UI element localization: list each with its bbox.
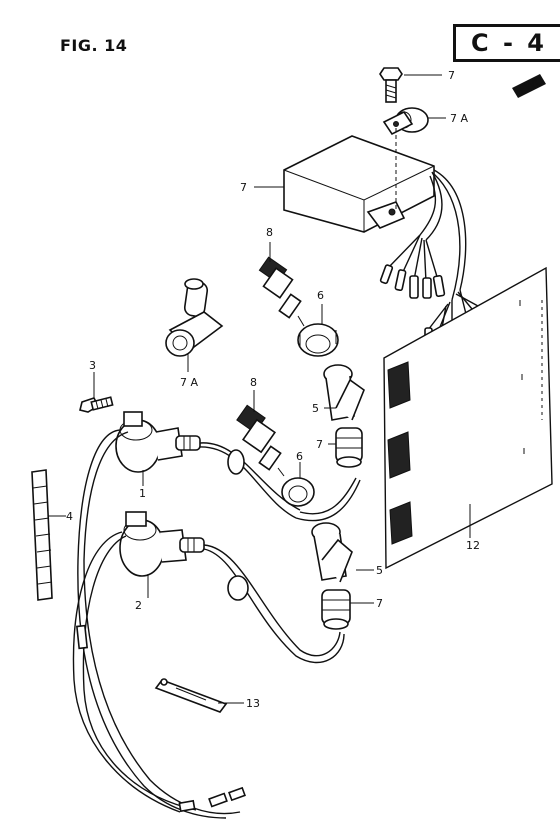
callout-4: 4 [66, 510, 73, 523]
grommet-part-11 [382, 107, 429, 136]
callout-9: 7 [240, 181, 247, 194]
ignition-coil-part-2 [119, 511, 345, 663]
callout-3: 3 [89, 359, 96, 372]
washer-lower-part-6 [281, 477, 315, 507]
ignition-coil-part-1 [77, 411, 361, 561]
spark-plug-upper-part-8 [258, 256, 305, 327]
screw-part-3 [79, 396, 114, 413]
callout-1: 1 [139, 487, 146, 500]
callout-5-upper: 5 [312, 402, 319, 415]
bolt-part-10 [379, 67, 403, 103]
callout-5-lower: 5 [376, 564, 383, 577]
callout-10: 7 [448, 69, 455, 82]
callout-7-lower: 7 [376, 597, 383, 610]
callout-7-upper: 7 [316, 438, 323, 451]
ground-leads [72, 531, 246, 819]
callout-7a: 7 A [180, 376, 198, 389]
cdi-unit-part-9 [283, 128, 435, 233]
callout-6-lower: 6 [296, 450, 303, 463]
callout-2: 2 [135, 599, 142, 612]
callout-12: 12 [466, 539, 480, 552]
spark-plug-lower-part-8 [236, 404, 285, 477]
plate-part-12 [383, 266, 553, 570]
leader-lines [48, 74, 471, 704]
callout-13: 13 [246, 697, 260, 710]
section-code-box: C - 4 [453, 24, 560, 62]
callout-8-upper: 8 [266, 226, 273, 239]
plug-cap-part-7a [165, 278, 224, 357]
plug-cap-upper-part-5 [323, 364, 365, 421]
clamp-part-13 [154, 678, 228, 713]
plug-cap-lower-part-5 [311, 522, 353, 583]
fwd-badge-text: FWD [517, 74, 546, 97]
callout-6-upper: 6 [317, 289, 324, 302]
boot-lower-part-7 [321, 589, 351, 630]
figure-title: FIG. 14 [60, 36, 128, 55]
fwd-badge: FWD [512, 74, 546, 98]
callout-8-lower: 8 [250, 376, 257, 389]
boot-upper-part-7 [335, 427, 363, 468]
washer-upper-part-6 [297, 323, 339, 357]
callout-11: 7 A [450, 112, 468, 125]
corrugated-tube-part-4 [31, 469, 53, 601]
